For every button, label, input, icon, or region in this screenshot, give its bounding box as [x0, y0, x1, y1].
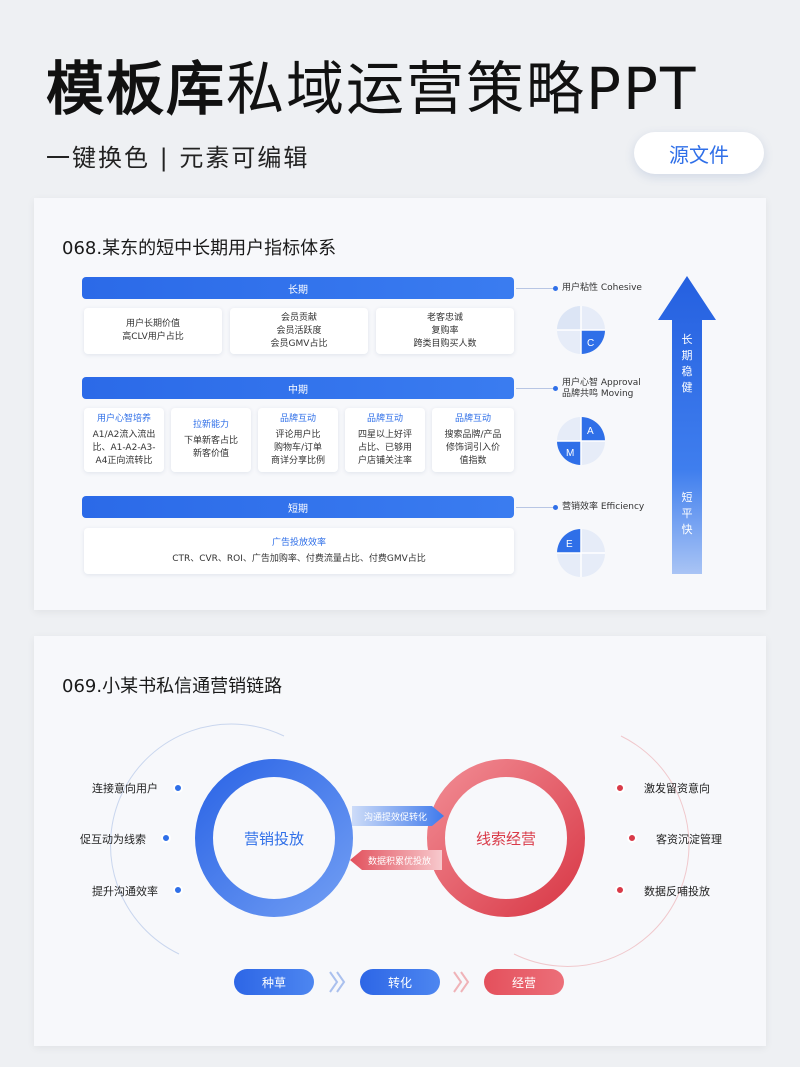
right-item: 激发留资意向 — [644, 782, 710, 795]
cell-line: 新客价值 — [192, 449, 229, 459]
right-dot — [627, 833, 637, 843]
source-file-button[interactable]: 源文件 — [634, 132, 764, 174]
short-cell-ad-efficiency: 广告投放效率 CTR、CVR、ROI、广告加购率、付费流量占比、付费GMV占比 — [84, 528, 514, 574]
long-cell-loyalty: 老客忠诚 复购率 跨类目购买人数 — [376, 308, 514, 354]
title-bold: 模板库 — [46, 55, 227, 123]
connector-dot — [553, 505, 558, 510]
quad-letter-c: C — [587, 338, 594, 349]
quadrant-e-icon: E — [557, 529, 605, 577]
quad-letter-e: E — [566, 539, 573, 550]
mid-cell-interaction-3: 品牌互动 搜索品牌/产品 修饰词引入价 值指数 — [432, 408, 514, 472]
title-rest: 私域运营策略PPT — [226, 55, 698, 123]
cell-line: 购物车/订单 — [273, 442, 323, 453]
connector-line — [516, 507, 554, 508]
cell-title: 品牌互动 — [454, 413, 491, 424]
left-item: 促互动为线索 — [80, 833, 146, 846]
cell-title: 拉新能力 — [192, 420, 229, 430]
left-ring — [195, 759, 353, 917]
step-operation[interactable]: 经营 — [484, 969, 564, 995]
mid-cell-acquisition: 拉新能力 下单新客占比 新客价值 — [171, 408, 251, 472]
cell-line: 高CLV用户占比 — [122, 332, 184, 342]
step-conversion[interactable]: 转化 — [360, 969, 440, 995]
arrow-label-short: 短平快 — [681, 491, 693, 536]
right-dot — [615, 783, 625, 793]
quadrant-c-icon: C — [557, 306, 605, 354]
slide2-title: 069.小某书私信通营销链路 — [62, 676, 283, 697]
cell-title: 广告投放效率 — [271, 537, 326, 548]
cell-line: 会员贡献 — [280, 312, 317, 323]
cell-line: 评论用户比 — [275, 429, 321, 440]
label-approval-line1: 用户心智 Approval — [562, 378, 641, 388]
forward-arrow — [352, 806, 444, 826]
right-ring — [427, 759, 585, 917]
long-cell-clv: 用户长期价值 高CLV用户占比 — [84, 308, 222, 354]
connector-dot — [553, 286, 558, 291]
left-dot — [173, 783, 183, 793]
chevron-right-icon — [329, 971, 346, 993]
cell-line: 老客忠诚 — [426, 312, 463, 323]
cell-line: 比、A1-A2-A3- — [92, 442, 156, 453]
cell-line: 修饰词引入价 — [445, 442, 500, 453]
subtitle: 一键换色 | 元素可编辑 — [46, 144, 310, 172]
cell-line: 复购率 — [431, 325, 459, 336]
backward-arrow — [350, 850, 442, 870]
page-title: 模板库私域运营策略PPT — [46, 42, 697, 126]
left-dot — [173, 885, 183, 895]
cell-title: 用户心智培养 — [96, 413, 151, 424]
cell-line: 搜索品牌/产品 — [444, 429, 502, 440]
label-efficiency: 营销效率 Efficiency — [562, 502, 645, 512]
right-ring-label: 线索经营 — [476, 830, 537, 848]
slide-marketing-chain: 069.小某书私信通营销链路 — [34, 636, 766, 1046]
mid-term-bar: 中期 — [82, 377, 514, 399]
quad-letter-m: M — [566, 448, 574, 459]
cell-line: 跨类目购买人数 — [413, 338, 477, 349]
chevron-right-icon — [453, 971, 470, 993]
slide-indicator-system: 068.某东的短中长期用户指标体系 长期 用户长期价值 高CLV用户占比 会员贡… — [34, 198, 766, 610]
label-approval: 用户心智 Approval 品牌共鸣 Moving — [562, 378, 641, 400]
connector-dot — [553, 386, 558, 391]
cell-title: 品牌互动 — [366, 413, 403, 424]
backward-arrow-label: 数据积累优投放 — [368, 857, 432, 867]
forward-arrow-label: 沟通提效促转化 — [364, 813, 428, 823]
arrow-label-long: 长期稳健 — [681, 333, 693, 394]
left-item: 提升沟通效率 — [92, 885, 158, 898]
cell-line: 值指数 — [459, 455, 487, 466]
mid-cell-interaction-2: 品牌互动 四星以上好评 占比、已够用 户店铺关注率 — [345, 408, 425, 472]
mid-cell-mindset: 用户心智培养 A1/A2流入流出 比、A1-A2-A3- A4正向流转比 — [84, 408, 164, 472]
cell-line: 会员GMV占比 — [270, 338, 328, 349]
quad-letter-a: A — [587, 426, 594, 437]
cell-line: CTR、CVR、ROI、广告加购率、付费流量占比、付费GMV占比 — [172, 553, 426, 564]
growth-arrow-icon — [658, 276, 716, 574]
cell-line: A1/A2流入流出 — [92, 429, 156, 440]
step-seeding[interactable]: 种草 — [234, 969, 314, 995]
cell-title: 品牌互动 — [279, 413, 316, 424]
left-outer-arc — [110, 723, 285, 955]
cell-line: 四星以上好评 — [357, 429, 412, 440]
cell-line: 户店铺关注率 — [357, 455, 412, 466]
right-item: 数据反哺投放 — [644, 885, 710, 898]
label-approval-line2: 品牌共鸣 Moving — [562, 389, 634, 399]
quadrant-am-icon: A M — [557, 417, 605, 465]
cell-line: 商详分享比例 — [270, 455, 325, 466]
long-cell-member: 会员贡献 会员活跃度 会员GMV占比 — [230, 308, 368, 354]
left-ring-label: 营销投放 — [244, 830, 305, 848]
chain-diagram — [110, 723, 690, 993]
left-dot — [161, 833, 171, 843]
long-term-bar: 长期 — [82, 277, 514, 299]
connector-line — [516, 388, 554, 389]
cell-line: A4正向流转比 — [95, 455, 153, 466]
left-item: 连接意向用户 — [92, 782, 158, 795]
short-term-bar: 短期 — [82, 496, 514, 518]
right-item: 客资沉淀管理 — [656, 833, 722, 846]
right-outer-arc — [513, 735, 690, 967]
cell-line: 下单新客占比 — [183, 436, 238, 446]
cell-line: 会员活跃度 — [276, 325, 322, 336]
slide1-title: 068.某东的短中长期用户指标体系 — [62, 238, 337, 259]
cell-line: 用户长期价值 — [125, 319, 180, 329]
label-cohesive: 用户粘性 Cohesive — [562, 283, 642, 293]
connector-line — [516, 288, 554, 289]
right-dot — [615, 885, 625, 895]
mid-cell-interaction-1: 品牌互动 评论用户比 购物车/订单 商详分享比例 — [258, 408, 338, 472]
cell-line: 占比、已够用 — [357, 442, 412, 453]
